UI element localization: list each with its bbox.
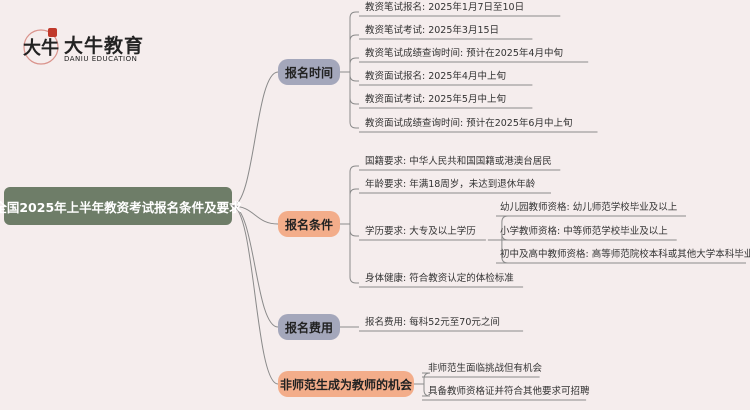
- svg-text:大牛: 大牛: [23, 37, 59, 59]
- leaf-item: 教资笔试考试: 2025年3月15日: [365, 25, 500, 36]
- leaf-item: 报名费用: 每科52元至70元之间: [365, 317, 500, 328]
- leaf-item: 教资面试考试: 2025年5月中上旬: [365, 94, 506, 105]
- leaf-item: 身体健康: 符合教资认定的体检标准: [365, 273, 514, 284]
- logo-title: 大牛教育: [64, 35, 145, 57]
- branch-node-3: 报名费用: [278, 314, 340, 340]
- leaf-item: 非师范生面临挑战但有机会: [428, 363, 543, 374]
- logo-subtitle: DANIU EDUCATION: [64, 55, 138, 63]
- leaf-item: 年龄要求: 年满18周岁，未达到退休年龄: [365, 179, 536, 190]
- leaf-item: 教资笔试成绩查询时间: 预计在2025年4月中旬: [365, 48, 563, 59]
- leaf-item: 学历要求: 大专及以上学历: [365, 226, 476, 237]
- leaf-item: 教资面试成绩查询时间: 预计在2025年6月中上旬: [365, 118, 573, 129]
- daniu-logo-icon: 大牛: [23, 28, 59, 65]
- root-node: 全国2025年上半年教资考试报名条件及要求: [0, 187, 242, 225]
- leaf-item: 国籍要求: 中华人民共和国国籍或港澳台居民: [365, 156, 552, 167]
- leaf-item: 教资笔试报名: 2025年1月7日至10日: [365, 2, 525, 13]
- sub-leaf-item: 小学教师资格: 中等师范学校毕业及以上: [500, 226, 668, 237]
- leaf-item: 具备教师资格证并符合其他要求可招聘: [428, 386, 590, 397]
- logo: 大牛 大牛教育 DANIU EDUCATION: [22, 26, 152, 70]
- sub-leaf-item: 幼儿园教师资格: 幼儿师范学校毕业及以上: [500, 202, 678, 213]
- branch-node-1: 报名时间: [278, 59, 340, 85]
- branch-node-4: 非师范生成为教师的机会: [278, 371, 414, 397]
- leaf-item: 教资面试报名: 2025年4月中上旬: [365, 71, 506, 82]
- sub-leaf-item: 初中及高中教师资格: 高等师范院校本科或其他大学本科毕业及以上: [500, 249, 750, 260]
- branch-node-2: 报名条件: [278, 211, 340, 237]
